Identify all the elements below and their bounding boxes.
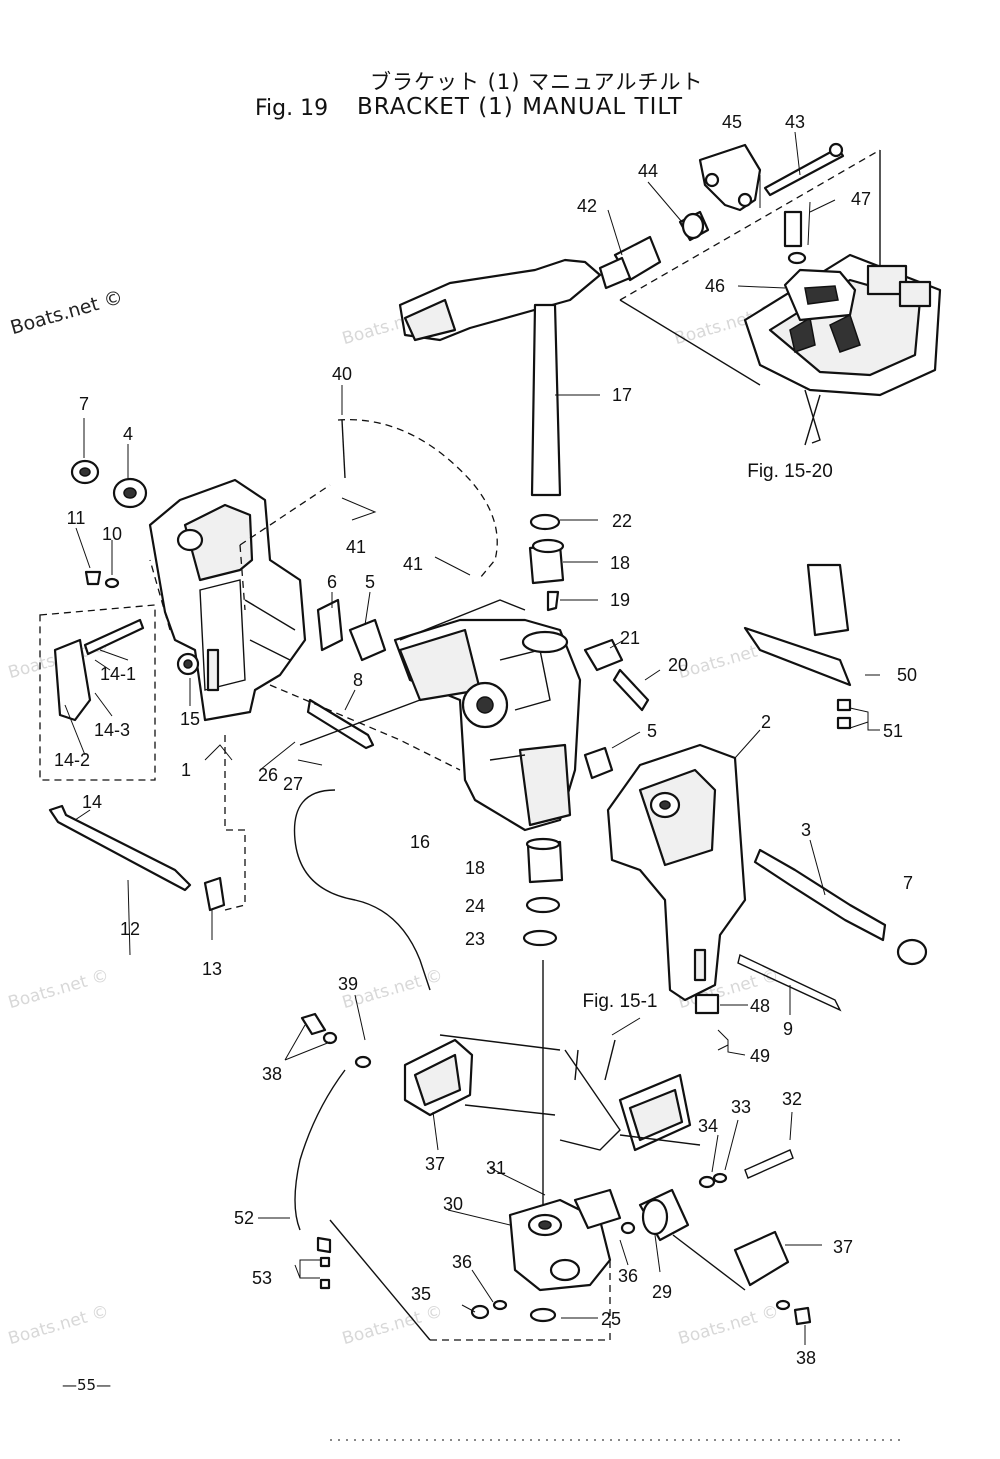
part-label: 16 [410,832,430,852]
part-label: 14 [82,792,102,812]
part-label: 3 [801,820,811,840]
reference-fig-15-1: Fig. 15-1 [583,991,658,1012]
part-label: 18 [465,858,485,878]
part-label: 5 [647,721,657,741]
part-label: 42 [577,196,597,216]
part-label: 9 [783,1019,793,1039]
part-label: 22 [612,511,632,531]
part-label: 7 [903,873,913,893]
lower-bushings [522,837,564,1220]
figure-title: BRACKET (1) MANUAL TILT [357,94,684,120]
swivel-bracket [306,598,614,832]
part-label: 47 [851,189,871,209]
figure-label: Fig. 19 [255,96,329,121]
right-top-hardware [743,563,852,730]
part-label: 49 [750,1046,770,1066]
reference-fig-15-20: Fig. 15-20 [747,461,833,482]
left-hardware [70,459,148,589]
part-label: 53 [252,1268,272,1288]
part-label: 29 [652,1282,672,1302]
label-leaders [64,131,880,1345]
part-label: 7 [79,394,89,414]
part-label: 39 [338,974,358,994]
part-label: 44 [638,161,658,181]
part-label: 40 [332,364,352,384]
part-label: 18 [610,553,630,573]
part-label: 30 [443,1194,463,1214]
part-label: 1 [181,760,191,780]
part-label: 25 [601,1309,621,1329]
part-label: 52 [234,1208,254,1228]
part-label: 36 [452,1252,472,1272]
leader-and-wire-lines [149,418,746,1341]
left-clamp-bracket [148,478,307,722]
part-label: 2 [761,712,771,732]
part-label: 14-1 [100,664,136,684]
japanese-title: ブラケット (1) マニュアルチルト [370,70,704,94]
part-label: 37 [833,1237,853,1257]
part-label: 45 [722,112,742,132]
part-label: 15 [180,709,200,729]
part-label: 36 [618,1266,638,1286]
part-label: 32 [782,1089,802,1109]
part-label: 20 [668,655,688,675]
lower-mount-assembly [300,1012,812,1326]
part-label: 17 [612,385,632,405]
part-labels: 7 4 11 10 14-1 14-3 14-2 15 1 14 12 13 4… [54,112,917,1368]
shaft-components [528,513,650,712]
clamp-screw-detail [39,604,156,781]
swivel-arm-assembly [398,142,845,497]
part-label: 46 [705,276,725,296]
part-label: 38 [796,1348,816,1368]
part-label: 4 [123,424,133,444]
part-label: 41 [403,554,423,574]
part-label: 14-2 [54,750,90,770]
part-label: 31 [486,1158,506,1178]
right-clamp-bracket [606,743,928,1015]
part-label: 34 [698,1116,718,1136]
page-number: —55— [62,1376,112,1394]
part-label: 13 [202,959,222,979]
part-label: 37 [425,1154,445,1174]
part-label: 5 [365,572,375,592]
part-label: 21 [620,628,640,648]
part-label: 38 [262,1064,282,1084]
part-label: 24 [465,896,485,916]
part-label: 8 [353,670,363,690]
part-label: 12 [120,919,140,939]
part-label: 48 [750,996,770,1016]
part-label: 41 [346,537,366,557]
part-label: 43 [785,112,805,132]
part-label: 35 [411,1284,431,1304]
part-label: 14-3 [94,720,130,740]
part-label: 27 [283,774,303,794]
tilt-lever-rod [48,804,226,912]
part-label: 6 [327,572,337,592]
engine-base-drawing [619,149,942,446]
part-label: 10 [102,524,122,544]
part-label: 50 [897,665,917,685]
part-label: 51 [883,721,903,741]
part-label: 11 [67,508,86,528]
part-label: 19 [610,590,630,610]
part-label: 26 [258,765,278,785]
part-label: 23 [465,929,485,949]
part-label: 33 [731,1097,751,1117]
